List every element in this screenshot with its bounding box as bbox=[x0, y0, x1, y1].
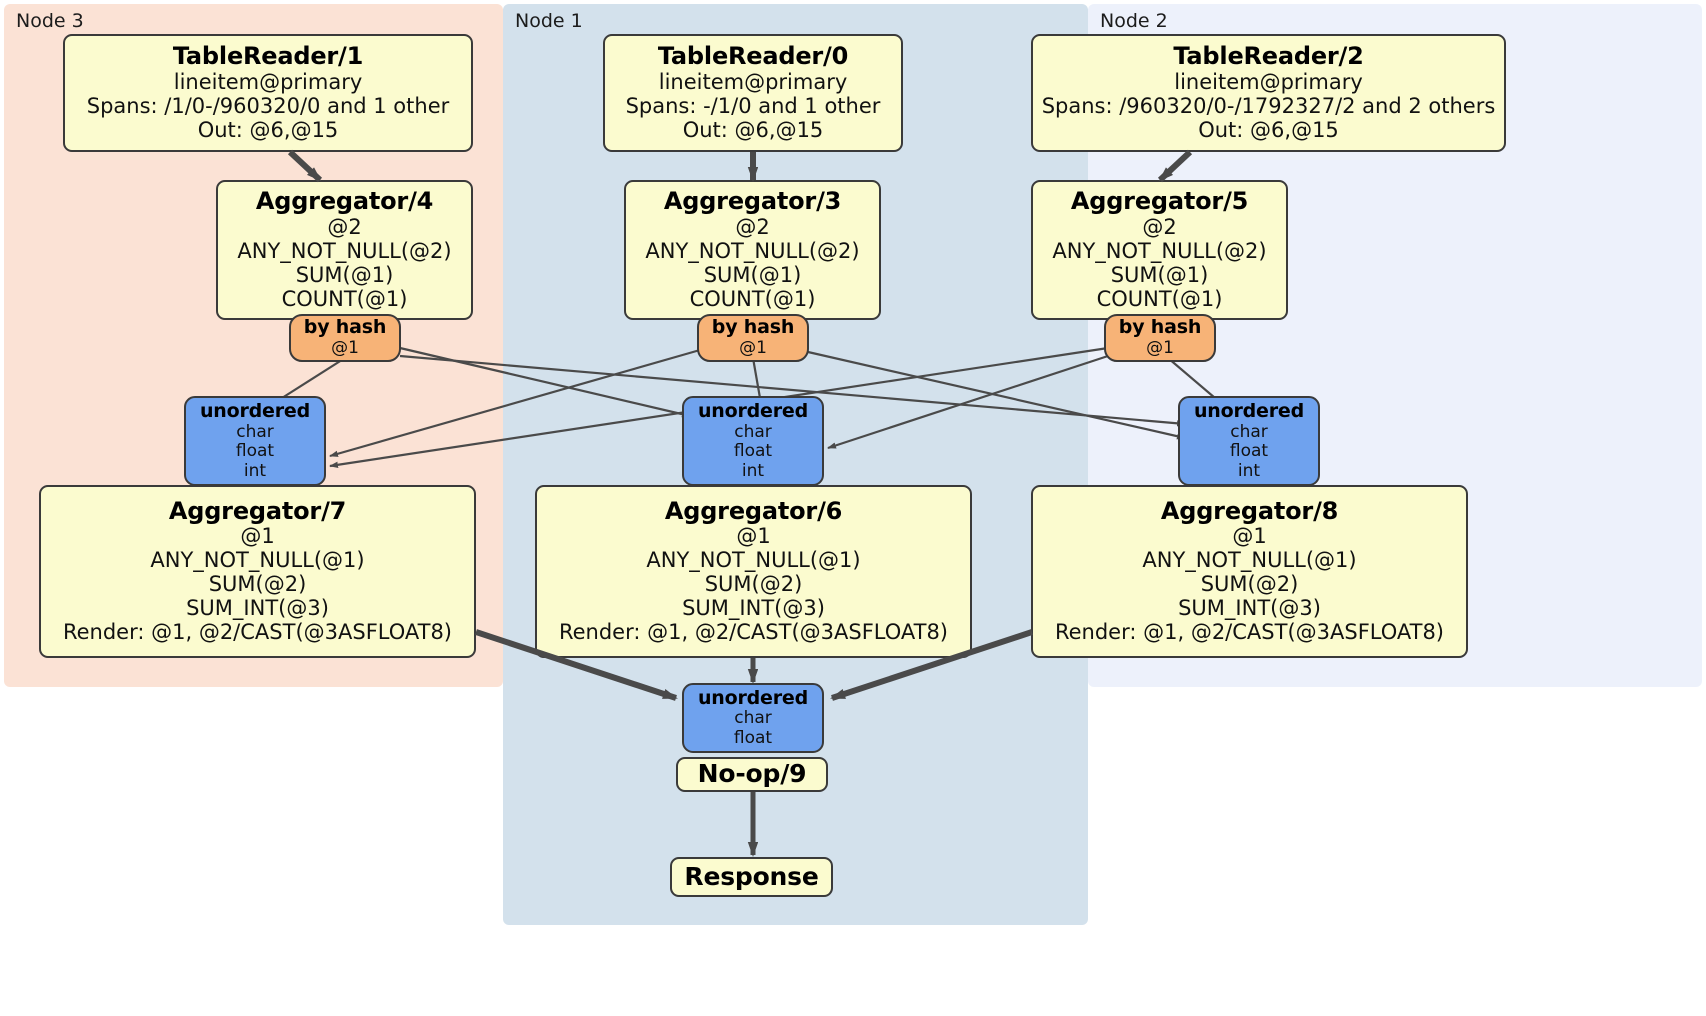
processor-line: ANY_NOT_NULL(@1) bbox=[150, 548, 365, 573]
synchronizer-line: char bbox=[236, 421, 274, 442]
synchronizer-line: int bbox=[741, 460, 765, 481]
processor-line: COUNT(@1) bbox=[1096, 286, 1223, 311]
processor-title: Aggregator/3 bbox=[663, 187, 842, 216]
processor-aggregator-7[interactable]: Aggregator/7 @1 ANY_NOT_NULL(@1) SUM(@2)… bbox=[39, 485, 476, 658]
processor-title: No-op/9 bbox=[697, 759, 807, 789]
synchronizer-unordered-final[interactable]: unordered char float bbox=[682, 683, 824, 753]
synchronizer-line: float bbox=[733, 441, 773, 462]
router-by-hash-right[interactable]: by hash @1 bbox=[1104, 314, 1216, 362]
processor-title: Aggregator/4 bbox=[255, 187, 434, 216]
processor-tablereader-1[interactable]: TableReader/1 lineitem@primary Spans: /1… bbox=[63, 34, 473, 152]
processor-line: Render: @1, @2/CAST(@3ASFLOAT8) bbox=[1054, 620, 1445, 645]
synchronizer-title: unordered bbox=[1193, 400, 1305, 423]
router-title: by hash bbox=[1118, 316, 1202, 339]
processor-aggregator-8[interactable]: Aggregator/8 @1 ANY_NOT_NULL(@1) SUM(@2)… bbox=[1031, 485, 1468, 658]
processor-title: Aggregator/6 bbox=[664, 496, 843, 525]
processor-line: lineitem@primary bbox=[173, 69, 363, 94]
router-title: by hash bbox=[711, 316, 795, 339]
processor-no-op-9[interactable]: No-op/9 bbox=[676, 757, 828, 792]
synchronizer-title: unordered bbox=[697, 686, 809, 709]
processor-line: @1 bbox=[1232, 524, 1267, 549]
router-by-hash-center[interactable]: by hash @1 bbox=[697, 314, 809, 362]
processor-aggregator-5[interactable]: Aggregator/5 @2 ANY_NOT_NULL(@2) SUM(@1)… bbox=[1031, 180, 1288, 320]
processor-line: SUM(@1) bbox=[1110, 262, 1209, 287]
synchronizer-unordered-center[interactable]: unordered char float int bbox=[682, 396, 824, 486]
processor-line: Spans: -/1/0 and 1 other bbox=[625, 93, 881, 118]
synchronizer-line: float bbox=[235, 441, 275, 462]
processor-line: SUM(@2) bbox=[1200, 572, 1299, 597]
router-line: @1 bbox=[1146, 338, 1174, 359]
processor-line: ANY_NOT_NULL(@2) bbox=[645, 238, 860, 263]
processor-line: COUNT(@1) bbox=[281, 286, 408, 311]
processor-line: ANY_NOT_NULL(@2) bbox=[237, 238, 452, 263]
processor-line: SUM(@1) bbox=[703, 262, 802, 287]
processor-line: SUM_INT(@3) bbox=[186, 596, 329, 621]
processor-line: SUM(@1) bbox=[295, 262, 394, 287]
synchronizer-line: int bbox=[243, 460, 267, 481]
synchronizer-unordered-left[interactable]: unordered char float int bbox=[184, 396, 326, 486]
processor-line: @1 bbox=[736, 524, 771, 549]
processor-line: SUM_INT(@3) bbox=[1178, 596, 1321, 621]
processor-line: ANY_NOT_NULL(@2) bbox=[1052, 238, 1267, 263]
synchronizer-unordered-right[interactable]: unordered char float int bbox=[1178, 396, 1320, 486]
synchronizer-line: int bbox=[1237, 460, 1261, 481]
processor-response[interactable]: Response bbox=[670, 857, 833, 897]
router-title: by hash bbox=[303, 316, 387, 339]
processor-line: @2 bbox=[327, 214, 362, 239]
synchronizer-line: float bbox=[733, 727, 773, 748]
panel-node-2-label: Node 2 bbox=[1100, 10, 1168, 32]
synchronizer-title: unordered bbox=[697, 400, 809, 423]
processor-line: ANY_NOT_NULL(@1) bbox=[1142, 548, 1357, 573]
processor-title: Aggregator/8 bbox=[1160, 496, 1339, 525]
processor-line: COUNT(@1) bbox=[689, 286, 816, 311]
processor-title: TableReader/0 bbox=[657, 42, 849, 71]
processor-line: @2 bbox=[1142, 214, 1177, 239]
processor-tablereader-0[interactable]: TableReader/0 lineitem@primary Spans: -/… bbox=[603, 34, 903, 152]
synchronizer-line: char bbox=[1230, 421, 1268, 442]
processor-title: Aggregator/5 bbox=[1070, 187, 1249, 216]
router-by-hash-left[interactable]: by hash @1 bbox=[289, 314, 401, 362]
synchronizer-line: char bbox=[734, 421, 772, 442]
processor-line: SUM(@2) bbox=[208, 572, 307, 597]
processor-aggregator-6[interactable]: Aggregator/6 @1 ANY_NOT_NULL(@1) SUM(@2)… bbox=[535, 485, 972, 658]
processor-line: ANY_NOT_NULL(@1) bbox=[646, 548, 861, 573]
synchronizer-line: char bbox=[734, 708, 772, 729]
processor-line: @1 bbox=[240, 524, 275, 549]
processor-title: TableReader/2 bbox=[1173, 42, 1364, 71]
processor-line: lineitem@primary bbox=[1174, 69, 1363, 94]
router-line: @1 bbox=[331, 338, 359, 359]
processor-line: SUM(@2) bbox=[704, 572, 803, 597]
processor-line: Out: @6,@15 bbox=[682, 117, 824, 142]
panel-node-1-label: Node 1 bbox=[515, 10, 583, 32]
processor-line: Spans: /1/0-/960320/0 and 1 other bbox=[86, 93, 450, 118]
processor-title: Response bbox=[684, 861, 819, 891]
processor-line: @2 bbox=[735, 214, 770, 239]
panel-node-3-label: Node 3 bbox=[16, 10, 84, 32]
processor-aggregator-4[interactable]: Aggregator/4 @2 ANY_NOT_NULL(@2) SUM(@1)… bbox=[216, 180, 473, 320]
processor-line: Render: @1, @2/CAST(@3ASFLOAT8) bbox=[558, 620, 949, 645]
processor-line: Out: @6,@15 bbox=[197, 117, 339, 142]
synchronizer-title: unordered bbox=[199, 400, 311, 423]
processor-line: lineitem@primary bbox=[658, 69, 848, 94]
processor-line: Spans: /960320/0-/1792327/2 and 2 others bbox=[1041, 93, 1496, 118]
processor-tablereader-2[interactable]: TableReader/2 lineitem@primary Spans: /9… bbox=[1031, 34, 1506, 152]
processor-line: SUM_INT(@3) bbox=[682, 596, 825, 621]
router-line: @1 bbox=[739, 338, 767, 359]
processor-title: Aggregator/7 bbox=[168, 496, 347, 525]
processor-aggregator-3[interactable]: Aggregator/3 @2 ANY_NOT_NULL(@2) SUM(@1)… bbox=[624, 180, 881, 320]
processor-line: Out: @6,@15 bbox=[1198, 117, 1339, 142]
processor-title: TableReader/1 bbox=[172, 42, 364, 71]
processor-line: Render: @1, @2/CAST(@3ASFLOAT8) bbox=[62, 620, 453, 645]
synchronizer-line: float bbox=[1229, 441, 1269, 462]
